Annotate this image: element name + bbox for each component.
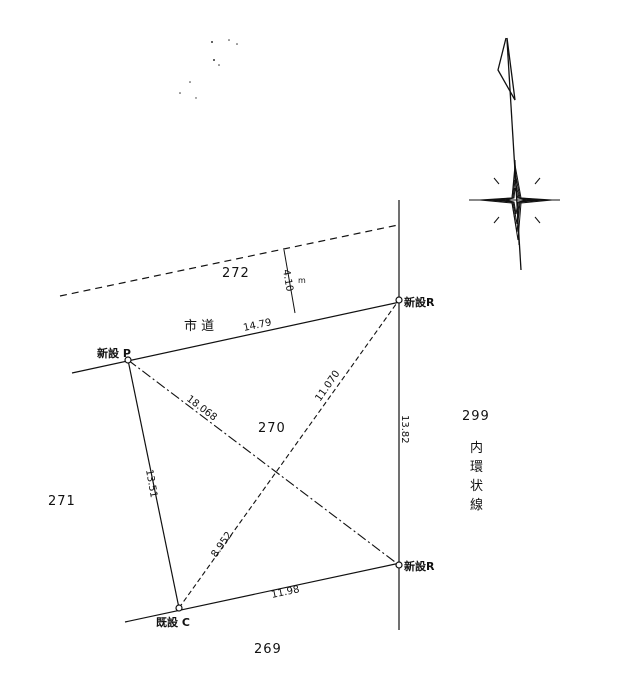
ring-road-label: 内 環 状 線	[470, 440, 483, 513]
ring-road-char-2: 環	[470, 460, 483, 475]
lot-271-label: 271	[48, 494, 76, 509]
lot-269-label: 269	[254, 642, 282, 657]
west-boundary-line	[127, 359, 180, 609]
road-south-edge-line	[71, 301, 401, 374]
point-r-bottom-marker	[395, 561, 403, 569]
dim-p-c: 13.51	[143, 469, 159, 499]
ring-road-char-1: 内	[470, 440, 483, 456]
ring-road-char-3: 状	[470, 479, 483, 494]
dim-p-r-top: 14.79	[242, 317, 272, 334]
road-width-dimension-line	[283, 249, 296, 314]
point-r-top-marker	[395, 296, 403, 304]
road-width-unit: m	[298, 276, 306, 285]
point-p-marker	[124, 356, 132, 364]
south-boundary-line	[124, 562, 401, 623]
dim-c-diag: 8.952	[209, 530, 234, 560]
scan-specks	[179, 39, 238, 99]
ring-road-char-4: 線	[470, 497, 483, 513]
compass-star-icon	[469, 159, 560, 246]
city-road-label: 市 道	[184, 318, 214, 334]
diagonal-p-to-r-bottom	[127, 359, 400, 566]
road-north-edge-dashed	[59, 224, 399, 297]
dim-p-r-bottom: 18.068	[184, 394, 219, 424]
dim-c-r-bottom: 11.98	[270, 584, 300, 601]
lot-270-label: 270	[258, 421, 286, 436]
point-c-label: 既設 C	[156, 615, 190, 629]
road-width-label: 4.10	[280, 269, 295, 293]
lot-299-label: 299	[462, 409, 490, 424]
lot-272-label: 272	[222, 266, 250, 281]
diagonal-c-to-r-top	[178, 299, 400, 609]
point-p-label: 新設 P	[97, 346, 131, 360]
point-r-top-label: 新設R	[404, 295, 435, 309]
dim-r-top-r-bottom: 13.82	[399, 415, 410, 444]
point-r-bottom-label: 新設R	[404, 559, 435, 573]
point-c-marker	[175, 604, 183, 612]
